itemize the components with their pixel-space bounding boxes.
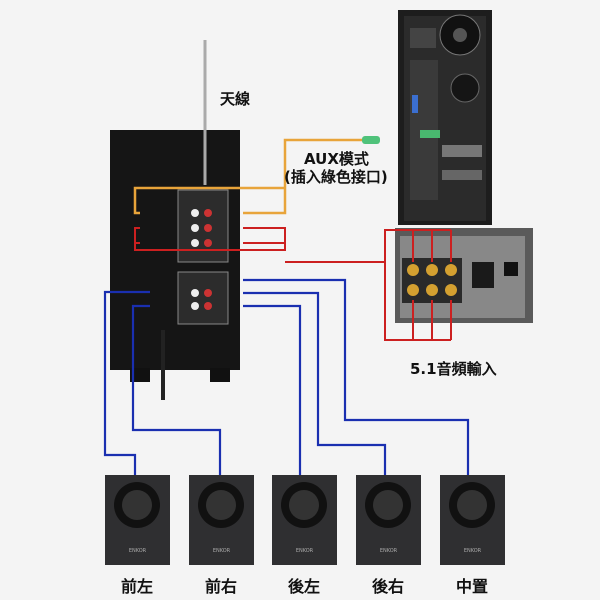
speaker-front-right bbox=[189, 475, 254, 565]
speakers bbox=[105, 475, 505, 565]
speaker-rear-right bbox=[356, 475, 421, 565]
speaker-brand: ENKOR bbox=[295, 548, 314, 554]
computer-tower bbox=[398, 10, 492, 225]
aux-wire bbox=[133, 138, 365, 215]
amplifier-panel bbox=[395, 228, 533, 323]
antenna-label: 天線 bbox=[220, 90, 251, 108]
aux-hint-label: (插入綠色接口) bbox=[284, 168, 388, 186]
input-wires bbox=[134, 227, 452, 341]
output-wires bbox=[103, 278, 470, 475]
speaker-brand: ENKOR bbox=[212, 548, 231, 554]
speaker-label-center: 中置 bbox=[455, 577, 488, 596]
speaker-front-left bbox=[105, 475, 170, 565]
speaker-label-rear-left: 後左 bbox=[287, 577, 320, 596]
aux-plug bbox=[362, 136, 380, 144]
input-51-label: 5.1音頻輸入 bbox=[410, 360, 497, 378]
subwoofer-back bbox=[110, 130, 240, 382]
speaker-brand: ENKOR bbox=[379, 548, 398, 554]
speaker-label-rear-right: 後右 bbox=[371, 577, 404, 596]
speaker-brand: ENKOR bbox=[128, 548, 147, 554]
aux-mode-label: AUX模式 bbox=[304, 150, 369, 168]
speaker-brand: ENKOR bbox=[463, 548, 482, 554]
speaker-label-front-right: 前右 bbox=[204, 577, 237, 596]
speaker-rear-left bbox=[272, 475, 337, 565]
speaker-center bbox=[440, 475, 505, 565]
speaker-label-front-left: 前左 bbox=[120, 577, 153, 596]
